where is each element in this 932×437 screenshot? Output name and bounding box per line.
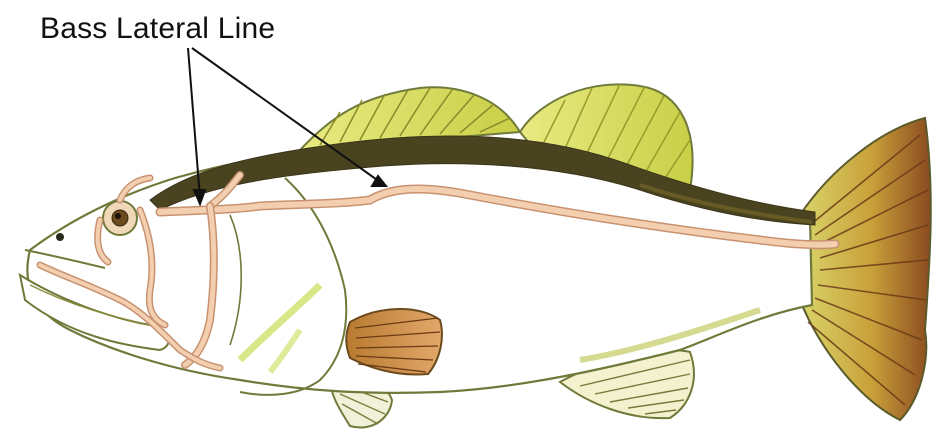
pectoral-fin	[346, 309, 442, 374]
fish-eye	[103, 201, 137, 235]
caudal-fin	[800, 118, 931, 420]
